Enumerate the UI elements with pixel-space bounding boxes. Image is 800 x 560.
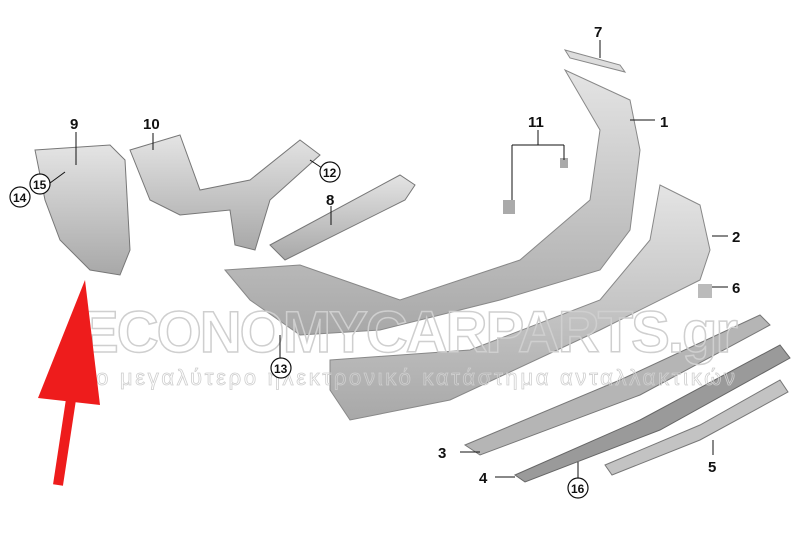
label-1: 1: [660, 114, 668, 131]
label-10: 10: [143, 116, 160, 133]
label-12: 12: [323, 166, 337, 180]
part-7-strip: [563, 49, 627, 73]
label-16: 16: [571, 482, 585, 496]
part-10-carrier: [129, 134, 321, 251]
label-8: 8: [326, 192, 334, 209]
label-3: 3: [438, 445, 446, 462]
label-13: 13: [274, 362, 288, 376]
label-15: 15: [33, 178, 47, 192]
part-3-trim: [463, 314, 771, 456]
part-9-bracket: [34, 144, 131, 276]
label-11: 11: [528, 114, 544, 131]
label-5: 5: [708, 459, 716, 476]
part-11-clip-b: [560, 158, 568, 168]
circle-markers: [9, 161, 589, 499]
part-8-reinforcement: [269, 174, 416, 261]
part-5-trim: [604, 379, 789, 476]
label-4: 4: [479, 470, 488, 487]
label-6: 6: [732, 280, 740, 297]
part-2-lower-bumper: [329, 184, 711, 421]
label-9: 9: [70, 116, 78, 133]
leader-lines: [49, 40, 728, 478]
part-11-clip: [503, 200, 515, 214]
label-2: 2: [732, 229, 740, 246]
part-6-cover: [698, 284, 712, 298]
label-7: 7: [594, 24, 602, 41]
part-1-bumper-cover: [223, 68, 641, 336]
watermark-title: ECONOMYCARPARTS.gr: [80, 300, 740, 365]
red-arrow-icon: [38, 280, 100, 486]
label-14: 14: [13, 191, 27, 205]
watermark-subtitle: το μεγαλύτερο ηλεκτρονικό κατάστημα αντα…: [85, 365, 735, 390]
part-4-trim: [513, 344, 791, 483]
